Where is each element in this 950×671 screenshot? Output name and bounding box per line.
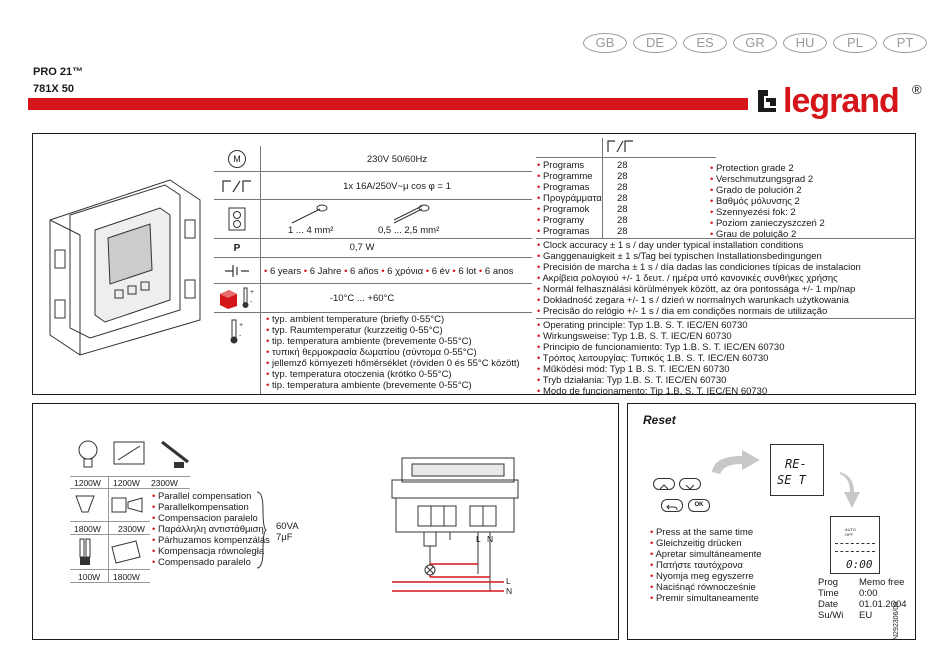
capacitor-va: 60VA — [276, 521, 299, 532]
battery-life-list: 6 years 6 Jahre 6 años 6 χρόνια 6 év 6 l… — [264, 266, 532, 277]
chevron-down-icon — [685, 484, 695, 490]
programs-labels: Programs Programme Programas Προγράμματα… — [537, 160, 602, 237]
cfl-lamp-icon — [79, 538, 91, 565]
ambient-temperature-list: typ. ambient temperature (briefly 0-55°C… — [266, 314, 520, 391]
up-button[interactable] — [653, 478, 675, 490]
relay-contact-icon — [607, 140, 633, 153]
operating-temperature: -10°C ... +60°C — [329, 293, 395, 304]
power-icon: P — [233, 242, 241, 254]
arrow-right-icon — [712, 450, 760, 474]
load-row1-val1: 1200W — [74, 478, 101, 488]
flexible-wire-size: 0,5 ... 2,5 mm² — [378, 225, 440, 236]
flexible-wire-icon — [393, 204, 430, 224]
lang-pt: PT — [883, 33, 927, 53]
svg-text:+: + — [239, 322, 243, 329]
lang-gr: GR — [733, 33, 777, 53]
default-values: Memo free 0:00 01.01.2004 EU — [859, 577, 907, 621]
lang-hu: HU — [783, 33, 827, 53]
brand-logo: legrand ® — [756, 82, 926, 122]
reset-lcd-display: RE- SE T — [770, 444, 824, 496]
thermometer-icon: + - — [230, 319, 243, 344]
rigid-wire-icon — [291, 204, 328, 224]
capacitor-uf: 7μF — [276, 532, 293, 543]
heater-rod-icon — [161, 440, 189, 468]
load-row2-val1: 1800W — [74, 524, 101, 534]
wiring-diagram — [391, 457, 519, 592]
lv-halogen-spot-icon — [75, 495, 95, 513]
programs-count-list: 28 28 28 28 28 28 28 — [617, 160, 628, 237]
halogen-lamp-icon — [113, 441, 145, 465]
contact-rating: 1x 16A/250V~μ cos φ = 1 — [343, 181, 451, 192]
ok-button[interactable]: OK — [688, 499, 710, 512]
terminal-n-label: N — [487, 534, 494, 544]
supply-voltage: 230V 50/60Hz — [366, 154, 428, 165]
lang-pl: PL — [833, 33, 877, 53]
svg-text:+: + — [250, 289, 254, 296]
svg-text:-: - — [250, 299, 253, 306]
spec-table-divider — [260, 146, 261, 394]
line-n-label: N — [506, 586, 513, 596]
operating-principle-list: Operating principle: Typ 1.B. S. T. IEC/… — [537, 320, 785, 397]
incandescent-bulb-icon — [78, 440, 98, 468]
load-icons-row-2 — [75, 495, 143, 513]
transformer-lamp-icon — [111, 497, 143, 513]
load-row3-val1: 100W — [78, 572, 101, 582]
brand-wordmark: legrand — [783, 82, 900, 120]
arrow-down-icon — [840, 472, 860, 508]
product-code: 781X 50 — [33, 83, 74, 95]
compensation-list: Parallel compensation Parallelkompensati… — [152, 491, 270, 568]
lang-de: DE — [633, 33, 677, 53]
power-consumption: 0,7 W — [349, 242, 375, 253]
back-button[interactable] — [661, 499, 683, 512]
press-simultaneously-list: Press at the same time Gleichzeitig drüc… — [650, 527, 761, 604]
return-arrow-icon — [666, 504, 678, 511]
compensation-brace — [256, 491, 267, 569]
motor-icon: M — [228, 150, 246, 168]
reset-title: Reset — [643, 413, 676, 427]
document-code: N292306/00 — [893, 601, 900, 640]
legrand-mark-icon — [758, 90, 776, 112]
svg-text:-: - — [239, 333, 242, 340]
clock-accuracy-list: Clock accuracy ± 1 s / day under typical… — [537, 240, 860, 317]
changeover-contact-icon — [222, 179, 251, 192]
thermostat-device-illustration — [49, 179, 201, 356]
fluorescent-ballast-icon — [111, 540, 141, 564]
lang-gb: GB — [583, 33, 627, 53]
load-icons-row-1 — [78, 440, 189, 468]
registered-mark: ® — [912, 82, 922, 97]
header-red-bar — [28, 98, 748, 110]
load-icons-row-3 — [79, 538, 141, 565]
line-l-label: L — [506, 576, 511, 586]
down-button[interactable] — [679, 478, 701, 490]
load-row3-val2: 1800W — [113, 572, 140, 582]
default-lcd-display: AUTO OFF 0:00 — [830, 516, 880, 574]
battery-icon — [225, 264, 249, 277]
load-row2-val2: 2300W — [118, 524, 145, 534]
chevron-up-icon — [659, 484, 669, 490]
load-row1-val2: 1200W — [113, 478, 140, 488]
load-row1-val3: 2300W — [151, 478, 178, 488]
default-values-labels: Prog Time Date Su/Wi — [818, 577, 844, 621]
product-name: PRO 21™ — [33, 66, 84, 78]
rigid-wire-size: 1 ... 4 mm² — [288, 225, 334, 236]
cube-thermometer-icon: + - — [220, 287, 254, 309]
lang-es: ES — [683, 33, 727, 53]
language-selector: GB DE ES GR HU PL PT — [583, 33, 927, 53]
protection-grade-list: Protection grade 2 Verschmutzungsgrad 2 … — [710, 163, 825, 240]
terminal-l-label: L — [476, 534, 481, 544]
terminal-block-icon — [228, 207, 246, 231]
